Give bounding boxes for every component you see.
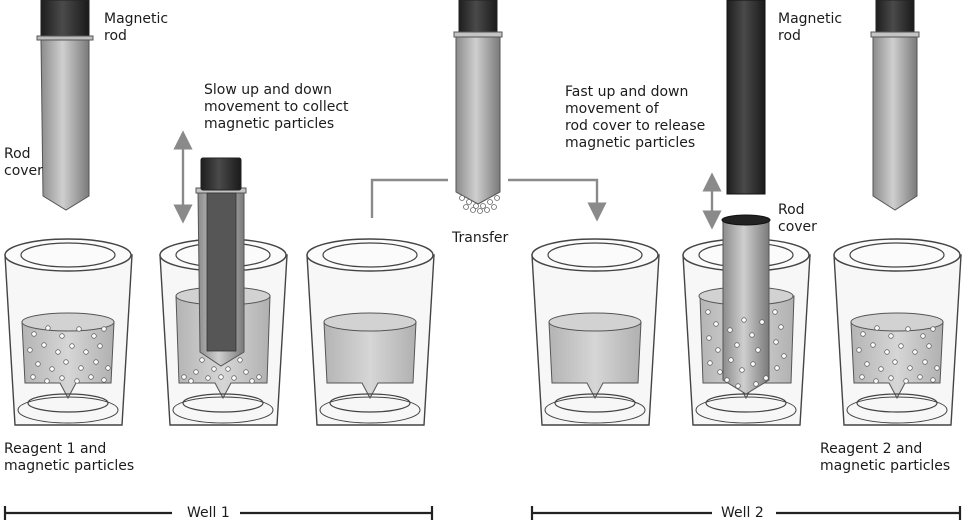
beaker-reagent-2	[833, 238, 962, 426]
well-2-bracket	[530, 506, 962, 520]
rod-assembly-collecting	[181, 157, 262, 384]
transfer-particles	[459, 195, 500, 214]
magnetic-rod-label-1: Magnetic rod	[104, 11, 169, 44]
rod-assembly-2	[870, 0, 920, 211]
reagent-1-label: Reagent 1 and magnetic particles	[4, 441, 135, 474]
reagent-2-label: Reagent 2 and magnetic particles	[820, 441, 951, 474]
magnetic-particles-1	[27, 325, 111, 384]
well-1-bracket	[3, 506, 434, 520]
well-1-label: Well 1	[187, 505, 230, 521]
beaker-empty-well-2	[531, 238, 660, 426]
magnetic-rod-raised	[726, 0, 766, 195]
rod-assembly-transfer	[453, 0, 503, 214]
collected-particles	[181, 357, 262, 384]
magnetic-particles-2	[856, 325, 940, 384]
transfer-label: Transfer	[452, 230, 509, 246]
beaker-reagent-1	[4, 238, 133, 426]
magnetic-rod-label-2: Magnetic rod	[778, 11, 843, 44]
transfer-arrow	[370, 178, 607, 222]
rod-cover-label-2: Rod cover	[778, 202, 817, 235]
rod-cover-label-1: Rod cover	[4, 146, 43, 179]
rod-cover-releasing	[705, 214, 787, 395]
well-2-label: Well 2	[721, 505, 764, 521]
slow-movement-label: Slow up and down movement to collect mag…	[204, 82, 349, 132]
fast-movement-label: Fast up and down movement of rod cover t…	[565, 84, 706, 151]
rod-assembly-1	[36, 0, 94, 211]
beaker-empty-well-1	[306, 238, 435, 426]
released-particles	[705, 309, 787, 389]
